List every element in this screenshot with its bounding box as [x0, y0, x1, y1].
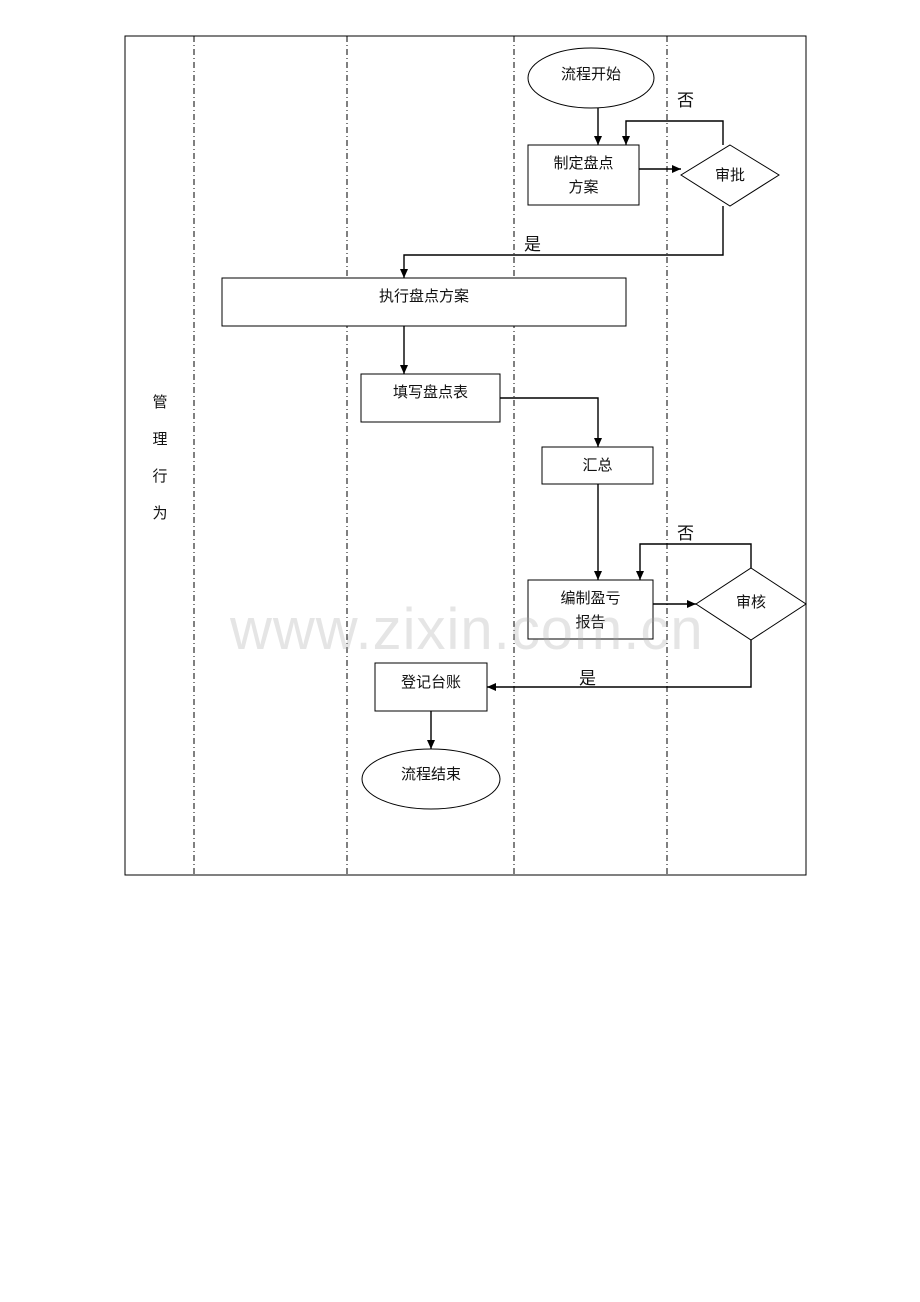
fill-sheet-label: 填写盘点表 [392, 383, 468, 401]
compile-report-box [527, 579, 654, 640]
summary-label: 汇总 [582, 456, 613, 474]
review-yes-label: 是 [579, 669, 596, 689]
approve-diamond [680, 144, 780, 207]
fill-sheet-box [360, 373, 501, 423]
watermark-text: www.zixin.com.cn [230, 597, 704, 662]
execute-plan-box [221, 277, 627, 327]
review-no-label: 否 [677, 524, 694, 544]
make-plan-label: 制定盘点 方案 [528, 151, 639, 199]
compile-report-label: 编制盈亏 报告 [528, 586, 653, 634]
lane-title-char: 为 [152, 504, 168, 522]
start-node-shape [527, 47, 655, 109]
approve-yes-label: 是 [524, 235, 541, 255]
compile-report-label-line: 编制盈亏 [560, 589, 621, 607]
review-label: 审核 [735, 593, 766, 611]
compile-report-label-line: 报告 [575, 613, 606, 631]
edge-review-no [636, 543, 752, 580]
edge-approve-yes [400, 206, 724, 278]
make-plan-box [527, 144, 640, 206]
lane-title: 管 理 行 为 [140, 384, 180, 532]
edge-fill-to-summary [500, 397, 602, 447]
start-node-label: 流程开始 [560, 65, 621, 83]
end-node-label: 流程结束 [400, 765, 461, 783]
lane-title-char: 理 [152, 430, 168, 448]
execute-plan-label: 执行盘点方案 [378, 287, 469, 305]
edge-review-yes [487, 640, 752, 691]
register-ledger-box [374, 662, 488, 712]
approve-label: 审批 [714, 166, 745, 184]
edge-approve-no [622, 120, 724, 145]
make-plan-label-line: 方案 [568, 178, 599, 196]
lane-title-char: 行 [152, 467, 168, 485]
approve-no-label: 否 [677, 91, 694, 111]
make-plan-label-line: 制定盘点 [553, 154, 614, 172]
register-ledger-label: 登记台账 [400, 673, 461, 691]
lane-title-char: 管 [152, 393, 168, 411]
swimlane-frame [124, 35, 807, 876]
